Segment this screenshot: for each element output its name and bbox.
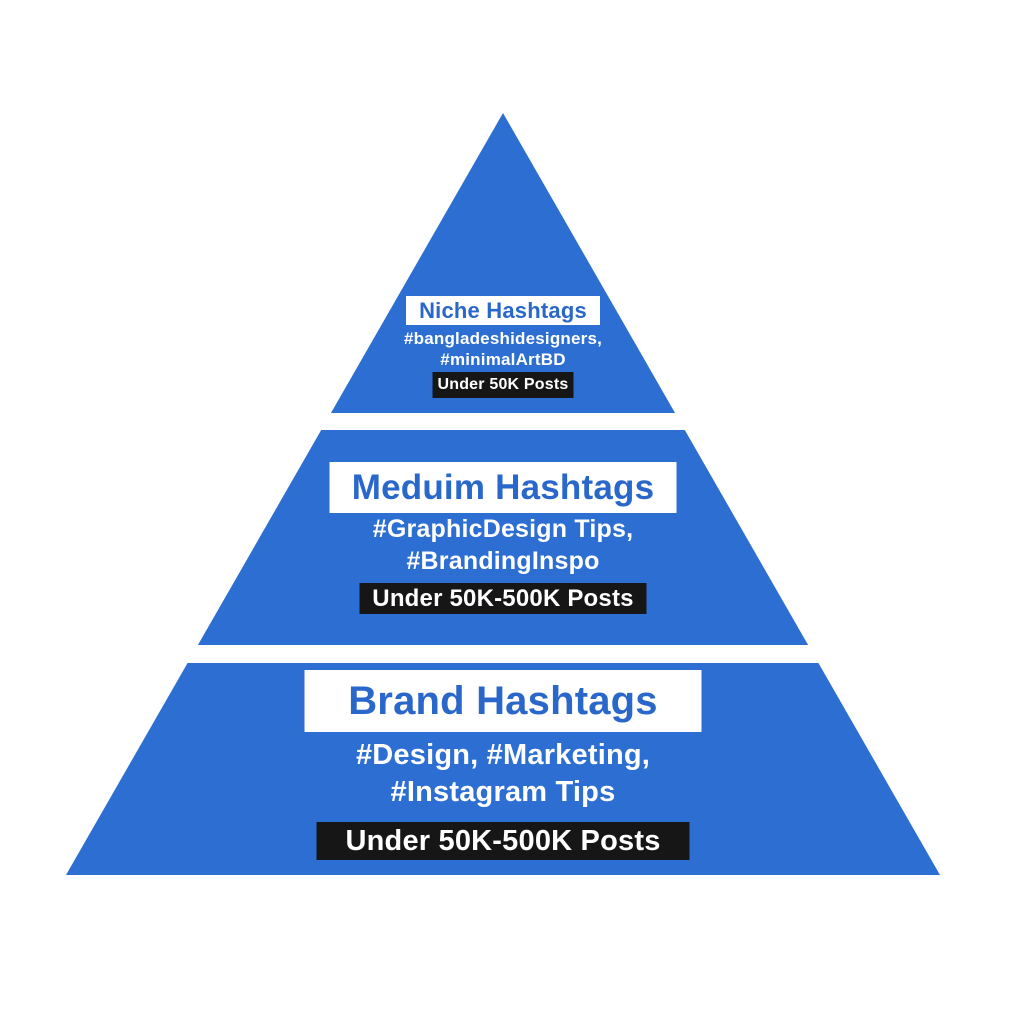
tier-medium-posts-badge: Under 50K-500K Posts [359,583,647,614]
tier-medium-hashtags: #GraphicDesign Tips, #BrandingInspo [373,513,634,577]
tier-brand-title: Brand Hashtags [304,670,702,732]
hashtag-line: #GraphicDesign Tips, [372,515,634,543]
tier-brand-hashtags: #Design, #Marketing, #Instagram Tips [356,737,650,811]
tier-niche-title: Niche Hashtags [406,296,600,325]
hashtag-line: #Design, #Marketing, [355,739,651,771]
hashtag-line: #bangladeshidesigners, [403,329,603,348]
tier-niche-posts-badge: Under 50K Posts [432,372,574,398]
hashtag-line: #Instagram Tips [390,776,616,808]
tier-medium-title: Meduim Hashtags [329,462,677,513]
tier-niche-hashtags: #bangladeshidesigners, #minimalArtBD [404,328,602,370]
hashtag-line: #minimalArtBD [440,350,566,369]
tier-gap-lower [0,645,1024,663]
hashtag-line: #BrandingInspo [406,547,600,575]
tier-brand-posts-badge: Under 50K-500K Posts [316,822,690,860]
tier-gap-upper [0,413,1024,430]
